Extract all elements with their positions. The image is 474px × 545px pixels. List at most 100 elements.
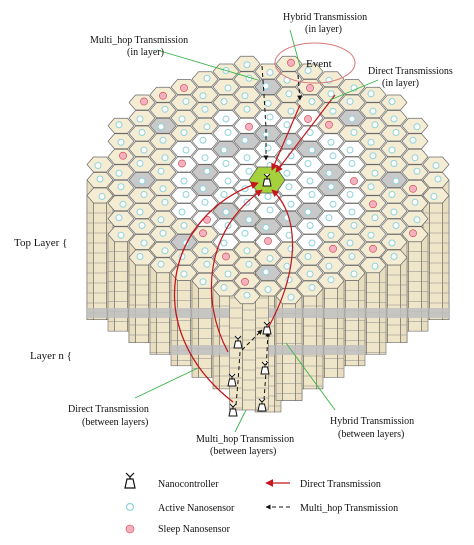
sleep-nanosensor <box>350 177 358 185</box>
sleep-nanosensor <box>304 115 312 123</box>
legend-sleep-label: Sleep Nanosensor <box>158 524 231 535</box>
active-nanosensor <box>262 224 270 231</box>
column-gray-band <box>129 308 155 318</box>
column-face <box>324 287 338 378</box>
direct-between-layers-curve <box>173 181 259 403</box>
multihop-in-layer-path <box>261 65 269 161</box>
leader-lines <box>134 29 379 433</box>
active-nanosensor <box>367 231 375 239</box>
active-nanosensor <box>308 146 316 154</box>
nanocontroller-icon <box>260 361 270 375</box>
active-nanosensor <box>243 247 251 255</box>
active-nanosensor <box>203 167 211 175</box>
active-nanosensor <box>262 82 270 90</box>
sleep-nanosensor <box>325 120 333 129</box>
column-gray-band <box>318 308 344 318</box>
active-nanosensor <box>115 121 123 129</box>
sleep-nanosensor <box>369 200 377 209</box>
column-face <box>429 202 443 320</box>
hybrid-in-layer-label-1: Hybrid Transmission <box>283 12 367 23</box>
sleep-nanosensor <box>159 91 167 100</box>
active-nanosensor <box>136 253 144 260</box>
active-nanosensor <box>306 177 314 185</box>
event-region <box>274 42 356 84</box>
column-face-left <box>212 288 220 390</box>
column-gray-band <box>108 308 134 318</box>
active-nanosensor <box>413 123 421 131</box>
nanocontroller-icon <box>257 398 267 412</box>
active-nanosensor <box>182 146 190 154</box>
active-nanosensor <box>201 198 209 206</box>
active-nanosensor <box>157 260 165 268</box>
active-nanosensor <box>159 136 167 144</box>
column-face-right <box>316 288 324 390</box>
active-nanosensor <box>325 214 333 222</box>
annotation-labels: Hybrid Transmission (in layer) Multi_hop… <box>14 12 453 457</box>
active-nanosensor <box>285 90 293 98</box>
active-nanosensor <box>203 260 211 268</box>
active-nanosensor <box>136 115 144 123</box>
column-gray-band <box>192 308 218 318</box>
active-nanosensor <box>140 191 148 198</box>
active-nanosensor <box>161 154 169 162</box>
column-gray-band <box>171 308 197 318</box>
active-nanosensor <box>201 105 209 113</box>
column-gray-band <box>150 308 176 318</box>
active-nanosensor <box>327 276 335 284</box>
active-nanosensor <box>243 154 251 162</box>
nanocontroller-icon <box>227 373 237 387</box>
active-nanosensor <box>220 284 228 291</box>
column-face-left <box>128 257 136 343</box>
active-nanosensor <box>388 146 396 154</box>
nanocontroller-icon <box>228 403 238 417</box>
active-nanosensor <box>224 270 232 278</box>
multihop-between-label-2: (between layers) <box>210 446 276 457</box>
between-layer-transmissions <box>173 181 294 406</box>
active-nanosensor <box>411 154 419 162</box>
column-face-left <box>86 195 94 320</box>
nanocontroller-icon <box>262 321 272 335</box>
active-nanosensor <box>245 260 253 268</box>
active-nanosensor <box>119 200 127 208</box>
multihop-in-layer-label-1: Multi_hop Transmission <box>90 35 188 46</box>
active-nanosensor <box>306 222 314 229</box>
active-nanosensor <box>434 175 442 183</box>
active-nanosensor <box>199 185 207 193</box>
active-nanosensor <box>266 255 274 262</box>
active-nanosensor <box>409 136 417 144</box>
direct-in-layer-path <box>275 94 336 173</box>
active-nanosensor <box>140 239 148 247</box>
multihop-between-label-1: Multi_hop Transmission <box>196 434 294 445</box>
active-nanosensor <box>220 239 228 247</box>
active-nanosensor <box>159 185 167 193</box>
active-nanosensor <box>327 231 335 239</box>
multihop-between-layers-path <box>235 329 263 406</box>
hybrid-in-layer-label-2: (in layer) <box>305 24 342 35</box>
active-nanosensor <box>308 239 316 247</box>
active-nanosensor <box>136 208 144 216</box>
active-nanosensor <box>285 231 293 239</box>
layer-column <box>275 295 303 401</box>
column-gray-band <box>339 345 365 355</box>
active-nanosensor <box>159 229 167 237</box>
active-nanosensor <box>115 169 123 177</box>
event-label: Event <box>306 58 332 70</box>
active-nanosensor <box>178 115 186 123</box>
active-nanosensor <box>348 115 356 123</box>
active-nanosensor <box>369 107 377 115</box>
sleep-nanosensor <box>369 244 377 253</box>
active-nanosensor <box>157 167 165 175</box>
active-nanosensor <box>117 138 125 146</box>
active-nanosensor <box>245 167 253 175</box>
nanocontroller-icon <box>262 173 272 187</box>
active-nanosensor <box>283 262 291 270</box>
active-nanosensor <box>308 98 316 105</box>
active-nanosensor <box>98 193 106 200</box>
active-nanosensor <box>243 61 251 69</box>
sleep-nanosensor <box>180 84 188 92</box>
column-gray-band <box>213 308 239 318</box>
active-nanosensor <box>203 123 211 131</box>
column-gray-band <box>423 308 449 318</box>
active-nanosensor <box>367 90 375 98</box>
column-face-right <box>337 280 345 378</box>
